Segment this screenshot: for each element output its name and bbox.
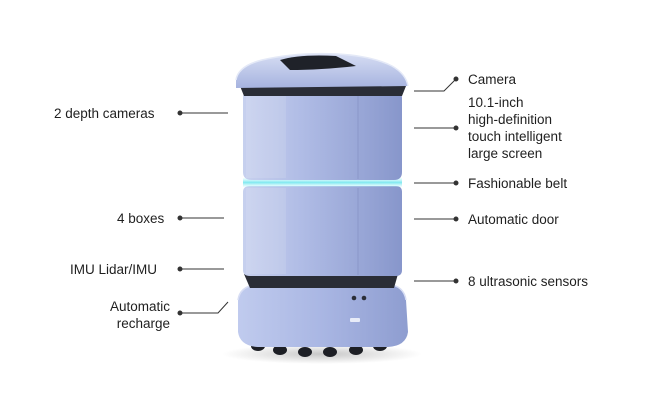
label-recharge-line-2: recharge [116, 316, 170, 331]
label-boxes: 4 boxes [117, 211, 165, 226]
label-recharge: Automatic recharge [90, 298, 170, 332]
label-screen-line-2: high-definition [468, 112, 553, 127]
ground-shadow [222, 344, 422, 364]
label-screen-line-3: touch intelligent [468, 129, 562, 144]
belt-glow [243, 178, 402, 187]
robot-head [236, 53, 408, 88]
lidar-band [244, 274, 398, 288]
leader-lines [177, 76, 459, 316]
label-door: Automatic door [468, 212, 559, 227]
label-screen-line-1: 10.1-inch [468, 95, 524, 110]
lower-module [243, 186, 402, 276]
head-camera-window [280, 55, 356, 70]
label-recharge-line-1: Automatic [109, 299, 170, 314]
label-camera: Camera [468, 72, 517, 87]
label-imu-lidar: IMU Lidar/IMU [70, 262, 158, 277]
upper-module [243, 90, 402, 180]
label-screen: 10.1-inch high-definition touch intellig… [468, 94, 638, 162]
robot-base [238, 284, 408, 347]
label-screen-line-4: large screen [468, 146, 543, 161]
label-belt: Fashionable belt [468, 176, 568, 191]
label-ultrasonic: 8 ultrasonic sensors [468, 274, 589, 289]
label-depth-cameras: 2 depth cameras [54, 106, 155, 121]
